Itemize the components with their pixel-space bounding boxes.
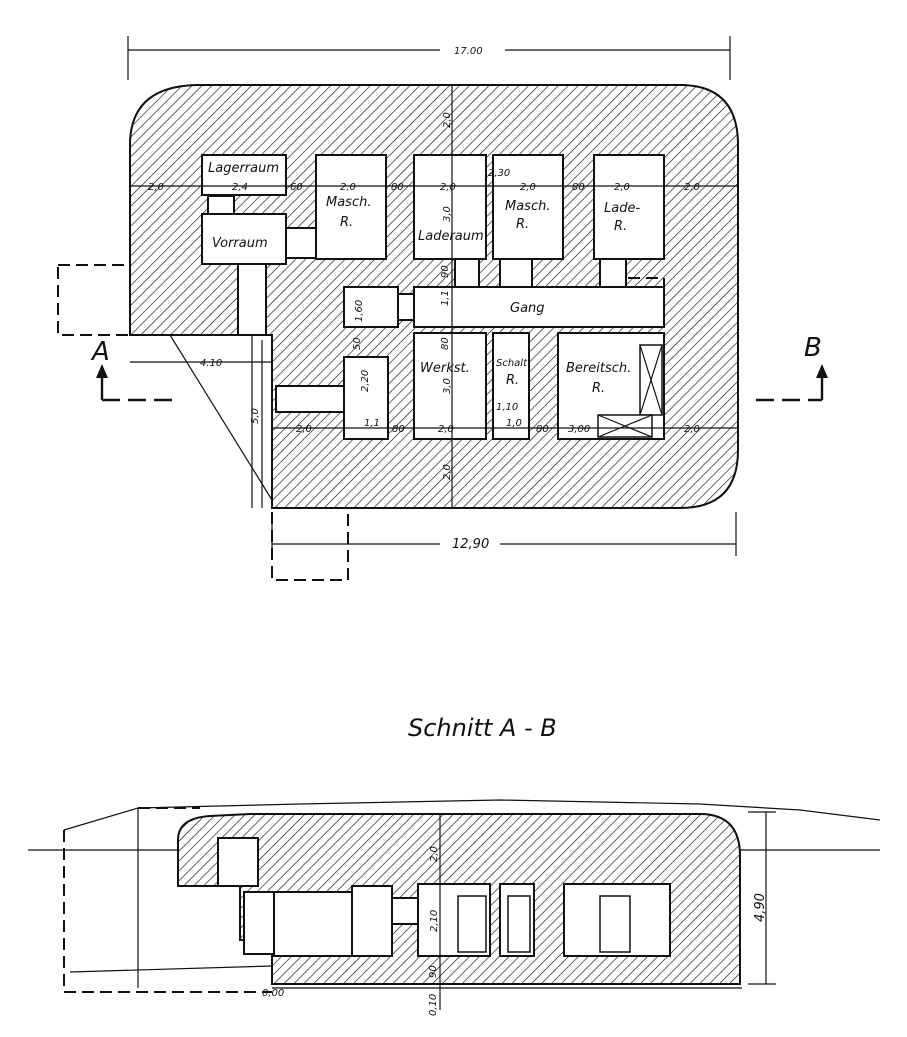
dim-right-wall: 2,0 bbox=[684, 182, 700, 193]
overall-width-dimension: 17.00 bbox=[127, 36, 731, 80]
overall-width-label: 17.00 bbox=[454, 46, 483, 57]
passage-vorraum-masch bbox=[285, 227, 317, 259]
label-lade-line2: R. bbox=[614, 219, 627, 234]
room-schalt bbox=[492, 332, 530, 440]
section-dim-ground: 0,00 bbox=[262, 988, 284, 999]
cross-section: 2,0 2,10 90 0,10 4,90 0,00 bbox=[28, 799, 881, 1016]
section-dim-floor: 90 bbox=[428, 965, 439, 978]
room-lagerraum bbox=[201, 154, 287, 196]
section-dim-base: 0,10 bbox=[428, 994, 439, 1016]
passage-lower-left bbox=[275, 385, 345, 413]
dim-top-left-wall: 2,0 bbox=[148, 182, 164, 193]
dim-entry-offset: 4.10 bbox=[200, 358, 222, 369]
section-vorraum bbox=[273, 891, 353, 957]
dim-90: 90 bbox=[440, 265, 451, 278]
dim-bereit-width: 3,00 bbox=[568, 424, 590, 435]
room-lade bbox=[593, 154, 665, 260]
passage-entrance bbox=[237, 263, 267, 336]
section-entry-cover bbox=[217, 837, 259, 887]
section-dim-inner-height: 2,10 bbox=[429, 910, 440, 932]
label-lagerraum: Lagerraum bbox=[208, 161, 279, 176]
dim-60: 60 bbox=[290, 182, 303, 193]
dim-50: 50 bbox=[352, 337, 363, 350]
ground-fill-left bbox=[69, 965, 273, 973]
section-schalt-door bbox=[507, 895, 531, 953]
dim-160: 1,60 bbox=[354, 300, 365, 322]
side-chamber bbox=[343, 286, 399, 328]
dim-lager-width: 2,4 bbox=[232, 182, 248, 193]
dim-werk-width: 2,0 bbox=[438, 424, 454, 435]
section-bereit-door bbox=[599, 895, 631, 953]
passage-lager bbox=[207, 195, 235, 215]
dim-right-wall-b: 2,0 bbox=[684, 424, 700, 435]
dim-top-wall: 2,0 bbox=[442, 112, 453, 128]
label-masch1-line1: Masch. bbox=[326, 195, 371, 210]
dim-11: 1,1 bbox=[364, 418, 380, 429]
dim-80-e: 80 bbox=[536, 424, 549, 435]
bottom-width-label: 12,90 bbox=[452, 537, 489, 552]
dim-220: 2,20 bbox=[360, 370, 371, 392]
label-masch2-line1: Masch. bbox=[505, 199, 550, 214]
side-chamber-door bbox=[397, 293, 415, 321]
label-gang: Gang bbox=[510, 301, 545, 316]
section-marker-a: A bbox=[90, 337, 180, 402]
dim-80-d: 80 bbox=[392, 424, 405, 435]
earth-surface bbox=[137, 799, 881, 821]
label-werkstatt: Werkst. bbox=[420, 361, 470, 376]
dim-80-a: 80 bbox=[391, 182, 404, 193]
section-marker-b: B bbox=[756, 333, 828, 402]
entry-ramp-dashed bbox=[63, 830, 272, 993]
label-schalt-line1: Schalt bbox=[496, 358, 528, 369]
section-door bbox=[391, 897, 419, 925]
dim-schalt-width: 1,0 bbox=[506, 418, 522, 429]
marker-a-label: A bbox=[90, 337, 110, 367]
section-werkstatt-door bbox=[457, 895, 487, 953]
label-laderaum: Laderaum bbox=[418, 229, 484, 244]
room-laderaum bbox=[413, 154, 487, 260]
label-masch1-line2: R. bbox=[340, 215, 353, 230]
dim-left-wall-b: 2,0 bbox=[296, 424, 312, 435]
dim-lade1-height: 3,0 bbox=[442, 206, 453, 222]
dim-110: 1,10 bbox=[496, 402, 518, 413]
dim-werk-height: 3,0 bbox=[442, 378, 453, 394]
connector-3 bbox=[599, 258, 627, 288]
section-dim-total-height: 4,90 bbox=[753, 893, 768, 922]
floor-plan: 17.00 bbox=[57, 36, 828, 581]
dim-80-c: 80 bbox=[440, 337, 451, 350]
entry-ramp bbox=[63, 807, 139, 988]
label-bereit-line2: R. bbox=[592, 381, 605, 396]
dim-gang-height: 1,1 bbox=[440, 290, 451, 306]
connector-2 bbox=[499, 258, 533, 288]
dim-masch1-width: 2,0 bbox=[340, 182, 356, 193]
label-masch2-line2: R. bbox=[516, 217, 529, 232]
section-chamber bbox=[351, 885, 393, 957]
connector-1 bbox=[454, 258, 480, 288]
dim-230: 2,30 bbox=[488, 168, 510, 179]
marker-b-label: B bbox=[804, 333, 822, 363]
dim-vertical-5: 5,0 bbox=[250, 408, 261, 424]
entrance-outline-bottom bbox=[271, 512, 349, 581]
room-masch-1 bbox=[315, 154, 387, 260]
label-lade-line1: Lade- bbox=[604, 201, 640, 216]
dim-lade1-width: 2,0 bbox=[440, 182, 456, 193]
dim-bottom-wall: 2,0 bbox=[442, 464, 453, 480]
entrance-outline-left bbox=[57, 264, 131, 336]
dim-lade2-width: 2,0 bbox=[614, 182, 630, 193]
bottom-width-dimension: 12,90 bbox=[271, 512, 737, 556]
room-werkstatt bbox=[413, 332, 487, 440]
dim-80-b: 80 bbox=[572, 182, 585, 193]
label-schalt-line2: R. bbox=[506, 373, 519, 388]
section-door-left bbox=[243, 891, 275, 955]
label-vorraum: Vorraum bbox=[212, 236, 268, 251]
section-dim-roof: 2,0 bbox=[429, 846, 440, 862]
dim-masch2-width: 2,0 bbox=[520, 182, 536, 193]
section-title: Schnitt A - B bbox=[408, 714, 557, 742]
connector-dashed bbox=[628, 277, 665, 288]
label-bereit-line1: Bereitsch. bbox=[566, 361, 631, 376]
